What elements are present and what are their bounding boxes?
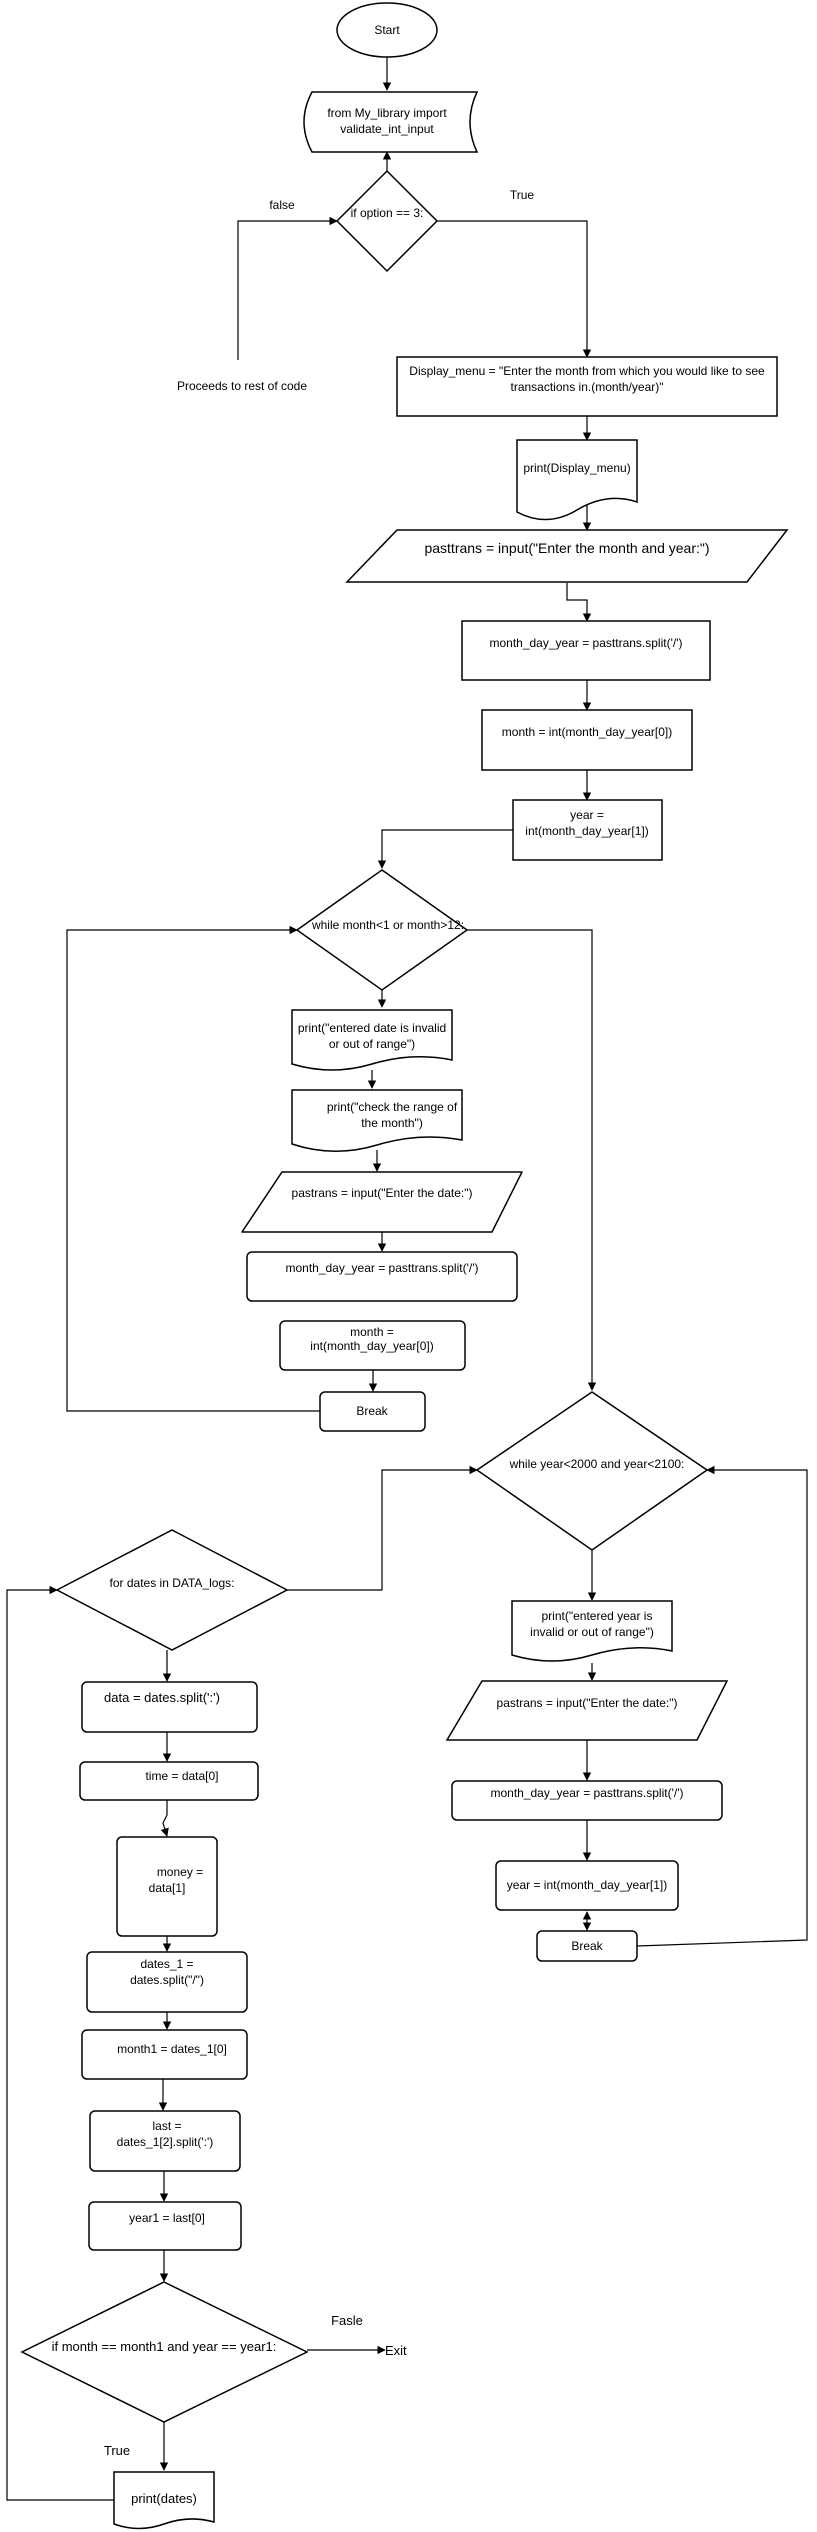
import-label-line2: validate_int_input [340,122,434,136]
print-display-menu-node: print(Display_menu) [516,439,638,521]
print-display-menu-label: print(Display_menu) [523,461,630,475]
split1-node: month_day_year = pasttrans.split('/') [461,620,711,681]
edge-break1-loop [66,925,320,1412]
print-check-range-node: print("check the range of the month") [291,1089,463,1152]
year1-label: year1 = last[0] [129,2211,205,2225]
break2-label: Break [571,1939,603,1953]
print-invalid-year-node: print("entered year is invalid or out of… [511,1600,673,1662]
edge-whilemonth-whileyear [467,929,597,1391]
if-month-label: if month == month1 and year == year1: [52,2339,277,2354]
edge-for-whileyear [287,1465,478,1591]
month1-node: month1 = dates_1[0] [81,2029,248,2080]
while-month-decision: while month<1 or month>12: [295,869,469,991]
month2-label-line2: int(month_day_year[0]) [310,1339,433,1353]
dates1-label-line2: dates.split("/") [130,1973,204,1987]
month2-label-line1: month = [350,1325,394,1339]
print-check-line2: the month") [361,1116,423,1130]
year1-node: year1 = last[0] [88,2201,242,2251]
if-month-decision: if month == month1 and year == year1: [20,2281,309,2423]
print-check-line1: print("check the range of [327,1100,458,1114]
time-node: time = data[0] [79,1761,259,1801]
print-dates-label: print(dates) [131,2491,197,2506]
edge-year-whilemonth [377,829,513,869]
last-label-line1: last = [152,2119,181,2133]
year-node: year = int(month_day_year[1]) [512,799,663,861]
year-label-line2: int(month_day_year[1]) [525,824,648,838]
pastrans-input2-node: pastrans = input("Enter the date:") [445,1680,729,1741]
proceeds-label: Proceeds to rest of code [177,379,307,393]
data-split-node: data = dates.split(':') [81,1681,258,1733]
money-node: money = data[1] [116,1836,218,1937]
split2-label: month_day_year = pasttrans.split('/') [285,1261,478,1275]
year-int-label: year = int(month_day_year[1]) [507,1878,667,1892]
pastrans-input1-node: pastrans = input("Enter the date:") [241,1171,523,1233]
print-invalid-date-line2: or out of range") [329,1037,415,1051]
split1-label: month_day_year = pasttrans.split('/') [489,636,682,650]
exit-label: Exit [385,2343,407,2358]
last-label-line2: dates_1[2].split(':') [117,2135,214,2149]
data-split-label: data = dates.split(':') [104,1690,220,1705]
edge-printdates-loop [6,1585,114,2501]
break1-label: Break [356,1404,388,1418]
while-year-decision: while year<2000 and year<2100: [475,1391,709,1551]
edge-false-branch [237,216,338,360]
edge-break2-loop [636,1465,808,1947]
fasle-edge-label: Fasle [331,2313,363,2328]
print-invalid-year-line2: invalid or out of range") [530,1625,654,1639]
pasttrans-input-node: pasttrans = input("Enter the month and y… [345,529,789,583]
start-node: Start [336,2,438,58]
display-menu-node: Display_menu = "Enter the month from whi… [396,356,778,417]
break2-node: Break [536,1930,638,1962]
split2-node: month_day_year = pasttrans.split('/') [246,1251,518,1302]
pasttrans-input-label: pasttrans = input("Enter the month and y… [424,540,709,556]
month1-label: month1 = dates_1[0] [117,2042,227,2056]
break1-node: Break [319,1391,426,1432]
split3-node: month_day_year = pasttrans.split('/') [451,1780,723,1821]
import-label-line1: from My_library import [327,106,447,120]
true-edge-label: True [510,188,535,202]
import-node: from My_library import validate_int_inpu… [303,91,479,153]
start-label: Start [374,23,400,37]
print-invalid-year-line1: print("entered year is [542,1609,653,1623]
pastrans-input1-label: pastrans = input("Enter the date:") [292,1186,473,1200]
print-invalid-date-node: print("entered date is invalid or out of… [291,1009,453,1071]
year-label-line1: year = [570,808,604,822]
while-month-label: while month<1 or month>12: [311,918,464,932]
print-invalid-date-line1: print("entered date is invalid [298,1021,446,1035]
year-int-node: year = int(month_day_year[1]) [495,1860,679,1911]
for-dates-decision: for dates in DATA_logs: [55,1529,289,1651]
display-menu-label-line2: transactions in.(month/year)" [511,380,664,394]
pastrans-input2-label: pastrans = input("Enter the date:") [497,1696,678,1710]
dates1-label-line1: dates_1 = [140,1957,193,1971]
month-int-node: month = int(month_day_year[0]) [481,709,693,771]
money-label-line1: money = [157,1865,203,1879]
if-option-label: if option == 3: [351,206,424,220]
month-int-label: month = int(month_day_year[0]) [502,725,672,739]
if-option-decision: if option == 3: [335,169,439,273]
time-label: time = data[0] [145,1769,218,1783]
month2-node: month = int(month_day_year[0]) [279,1320,466,1371]
edge-true-branch [437,220,592,358]
while-year-label: while year<2000 and year<2100: [509,1457,685,1471]
print-dates-node: print(dates) [113,2471,215,2530]
dates1-node: dates_1 = dates.split("/") [86,1951,248,2013]
edge-time-money [160,1800,169,1837]
edge-input-split1 [566,583,592,622]
split3-label: month_day_year = pasttrans.split('/') [490,1786,683,1800]
false-edge-label: false [269,198,295,212]
money-label-line2: data[1] [149,1881,186,1895]
last-node: last = dates_1[2].split(':') [89,2110,241,2172]
true-bottom-edge-label: True [104,2443,130,2458]
display-menu-label-line1: Display_menu = "Enter the month from whi… [409,364,765,378]
for-dates-label: for dates in DATA_logs: [110,1576,235,1590]
